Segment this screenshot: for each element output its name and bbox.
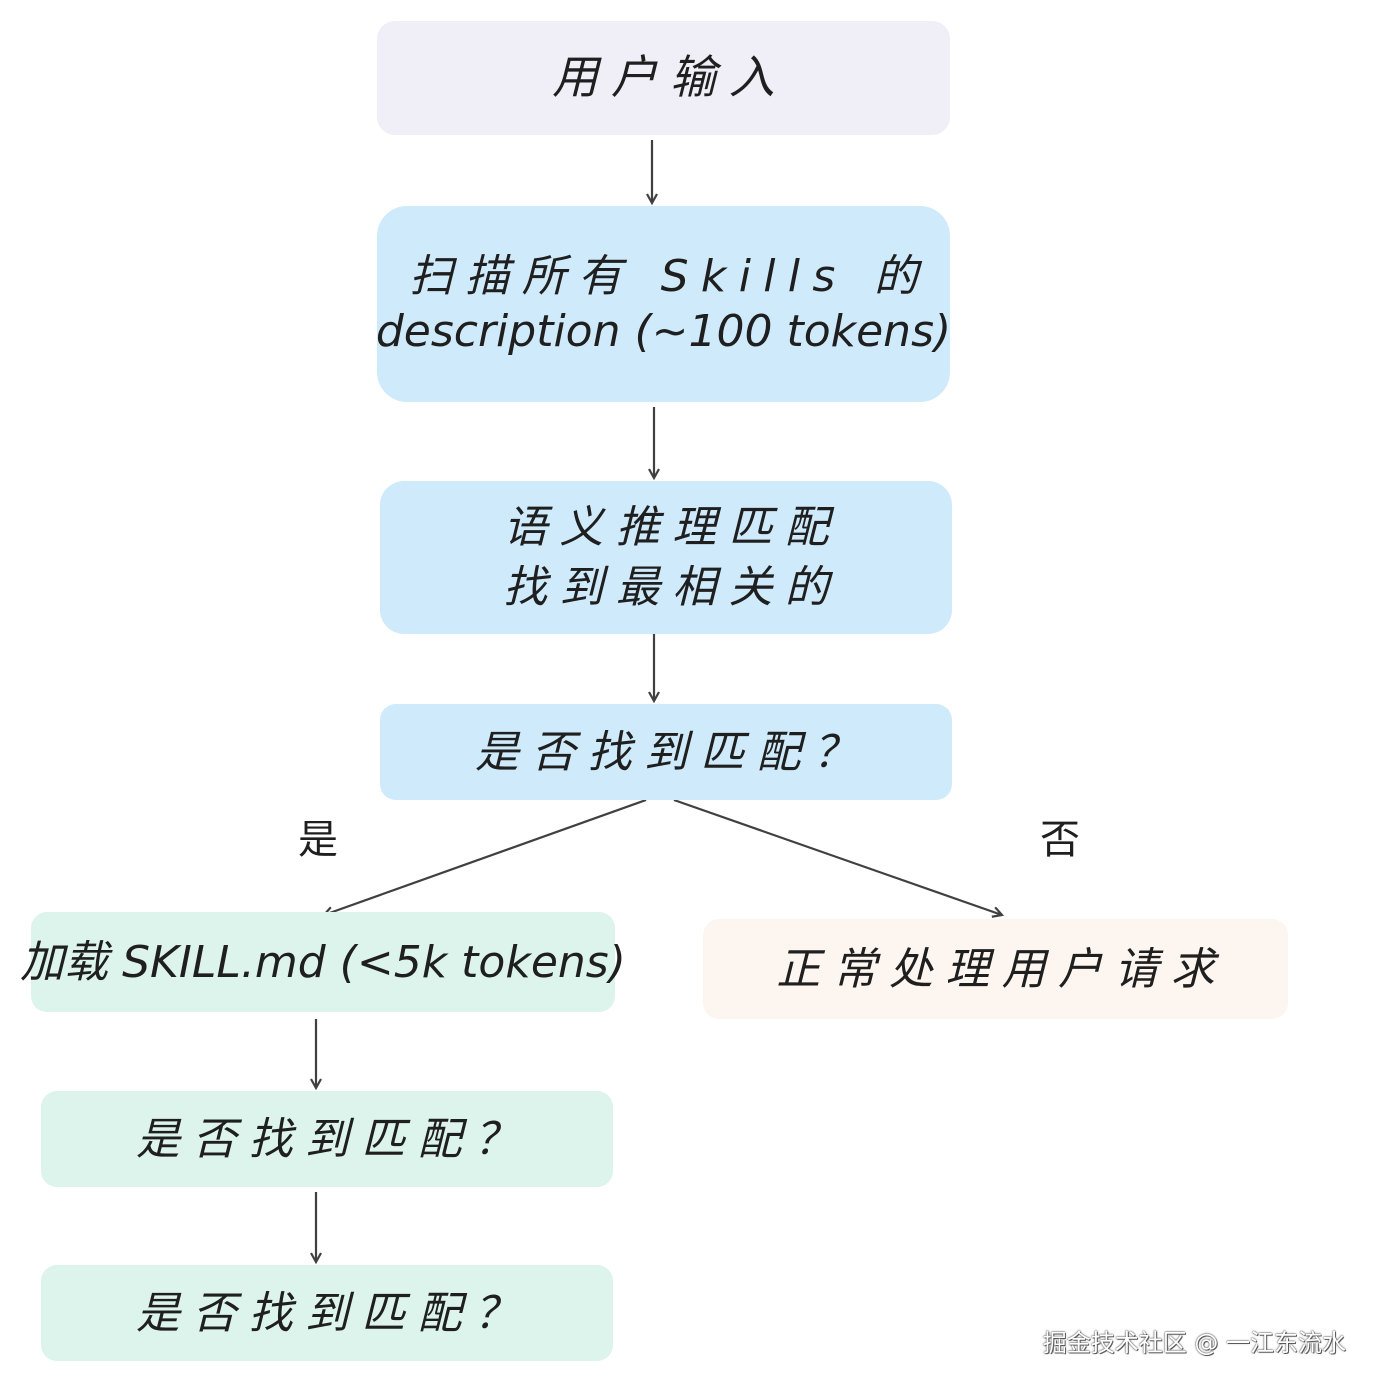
node-scan-skills: 扫描所有 Skills 的 description (~100 tokens) bbox=[375, 206, 952, 402]
node-match-check-1-label: 是否找到匹配？ bbox=[136, 1113, 531, 1165]
node-semantic-reasoning: 语义推理匹配 找到最相关的 bbox=[380, 481, 952, 634]
node-load-skill-label: 加载 SKILL.md (<5k tokens) bbox=[20, 936, 626, 988]
node-normal-handling: 正常处理用户请求 bbox=[703, 919, 1288, 1019]
node-semantic-reasoning-line2: 找到最相关的 bbox=[503, 561, 842, 613]
edge-label-yes: 是 bbox=[298, 817, 338, 863]
node-semantic-reasoning-line1: 语义推理匹配 bbox=[503, 502, 842, 554]
node-match-check-2-label: 是否找到匹配？ bbox=[136, 1287, 531, 1339]
node-scan-skills-line1: 扫描所有 Skills 的 bbox=[409, 251, 931, 302]
watermark: 掘金技术社区 @ 一江东流水 bbox=[1042, 1329, 1346, 1357]
node-user-input: 用户输入 bbox=[377, 21, 950, 135]
node-user-input-label: 用户输入 bbox=[552, 50, 788, 105]
node-match-decision-label: 是否找到匹配？ bbox=[475, 726, 870, 778]
node-match-check-2: 是否找到匹配？ bbox=[41, 1265, 613, 1361]
node-match-decision: 是否找到匹配？ bbox=[380, 704, 952, 800]
edge-label-no: 否 bbox=[1040, 817, 1080, 863]
node-normal-handling-label: 正常处理用户请求 bbox=[776, 943, 1227, 995]
arrow-decide-to-load bbox=[324, 798, 647, 915]
node-load-skill: 加载 SKILL.md (<5k tokens) bbox=[20, 912, 626, 1012]
node-scan-skills-line2: description (~100 tokens) bbox=[375, 306, 952, 357]
node-match-check-1: 是否找到匹配？ bbox=[41, 1091, 613, 1187]
arrow-decide-to-normal bbox=[673, 798, 1002, 915]
